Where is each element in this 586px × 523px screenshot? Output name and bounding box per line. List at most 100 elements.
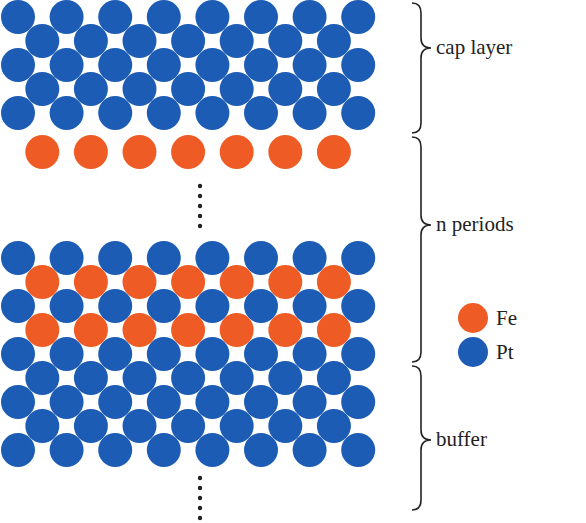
- pt-atom: [268, 361, 302, 395]
- pt-atom: [244, 337, 278, 371]
- fe-atom: [123, 313, 157, 347]
- legend-text: Pt: [496, 340, 514, 365]
- pt-atom: [268, 24, 302, 58]
- fe-atom: [317, 265, 351, 299]
- pt-atom: [195, 289, 229, 323]
- dot: [198, 194, 202, 198]
- brace: [412, 3, 431, 133]
- pt-atom: [341, 289, 375, 323]
- pt-atom: [293, 96, 327, 130]
- dot: [198, 214, 202, 218]
- pt-atom: [25, 409, 59, 443]
- fe-atom: [317, 313, 351, 347]
- pt-atom: [341, 0, 375, 34]
- pt-atom: [341, 337, 375, 371]
- pt-atom: [220, 24, 254, 58]
- pt-atom: [98, 48, 132, 82]
- pt-atom: [1, 289, 35, 323]
- pt-atom: [50, 96, 84, 130]
- fe-atom: [268, 313, 302, 347]
- pt-atom: [123, 361, 157, 395]
- pt-atom: [1, 0, 35, 34]
- fe-atom: [123, 265, 157, 299]
- pt-atom: [293, 337, 327, 371]
- pt-atom: [195, 241, 229, 275]
- pt-atom: [171, 409, 205, 443]
- pt-atom: [317, 361, 351, 395]
- pt-atom: [50, 337, 84, 371]
- pt-atom: [341, 385, 375, 419]
- pt-atom: [147, 433, 181, 467]
- legend-text: Fe: [496, 306, 517, 331]
- legend-swatch: [458, 303, 488, 333]
- layer-label: buffer: [436, 427, 487, 452]
- pt-atom: [1, 385, 35, 419]
- pt-atom: [147, 289, 181, 323]
- pt-atom: [244, 433, 278, 467]
- pt-atom: [220, 361, 254, 395]
- pt-atom: [341, 96, 375, 130]
- pt-atom: [317, 409, 351, 443]
- pt-atom: [244, 385, 278, 419]
- pt-atom: [220, 72, 254, 106]
- pt-atom: [220, 409, 254, 443]
- pt-atom: [98, 337, 132, 371]
- pt-atom: [98, 289, 132, 323]
- pt-atom: [293, 48, 327, 82]
- pt-atom: [244, 289, 278, 323]
- pt-atom: [98, 96, 132, 130]
- pt-atom: [50, 289, 84, 323]
- fe-atom: [74, 313, 108, 347]
- pt-atom: [268, 409, 302, 443]
- pt-atom: [1, 433, 35, 467]
- pt-atom: [123, 24, 157, 58]
- dot: [198, 496, 202, 500]
- pt-atom: [74, 72, 108, 106]
- pt-atom: [293, 241, 327, 275]
- pt-atom: [1, 241, 35, 275]
- pt-atom: [244, 241, 278, 275]
- pt-atom: [147, 337, 181, 371]
- pt-atom: [195, 385, 229, 419]
- dot: [198, 204, 202, 208]
- fe-atom: [25, 265, 59, 299]
- pt-atom: [147, 241, 181, 275]
- pt-atom: [244, 48, 278, 82]
- pt-atom: [244, 0, 278, 34]
- pt-atom: [293, 385, 327, 419]
- dot: [198, 516, 202, 520]
- dot: [198, 486, 202, 490]
- pt-atom: [317, 24, 351, 58]
- pt-atom: [1, 48, 35, 82]
- fe-atom: [171, 135, 205, 169]
- legend-entry: Fe: [458, 303, 517, 333]
- pt-atom: [50, 433, 84, 467]
- pt-atom: [268, 72, 302, 106]
- pt-atom: [195, 337, 229, 371]
- pt-atom: [25, 361, 59, 395]
- pt-atom: [293, 289, 327, 323]
- continuation-dots: [198, 184, 202, 520]
- pt-atom: [341, 433, 375, 467]
- dot: [198, 224, 202, 228]
- pt-atom: [317, 72, 351, 106]
- legend-entry: Pt: [458, 337, 514, 367]
- layer-label: cap layer: [436, 35, 512, 60]
- pt-atom: [98, 0, 132, 34]
- pt-atom: [195, 96, 229, 130]
- pt-atom: [74, 361, 108, 395]
- fe-atom: [268, 265, 302, 299]
- pt-atom: [50, 48, 84, 82]
- atom-lattice: [1, 0, 375, 467]
- pt-atom: [171, 24, 205, 58]
- layer-label: n periods: [436, 212, 514, 237]
- pt-atom: [147, 385, 181, 419]
- brace: [412, 366, 431, 510]
- pt-atom: [98, 385, 132, 419]
- fe-atom: [220, 135, 254, 169]
- pt-atom: [50, 241, 84, 275]
- dot: [198, 184, 202, 188]
- pt-atom: [195, 433, 229, 467]
- pt-atom: [98, 241, 132, 275]
